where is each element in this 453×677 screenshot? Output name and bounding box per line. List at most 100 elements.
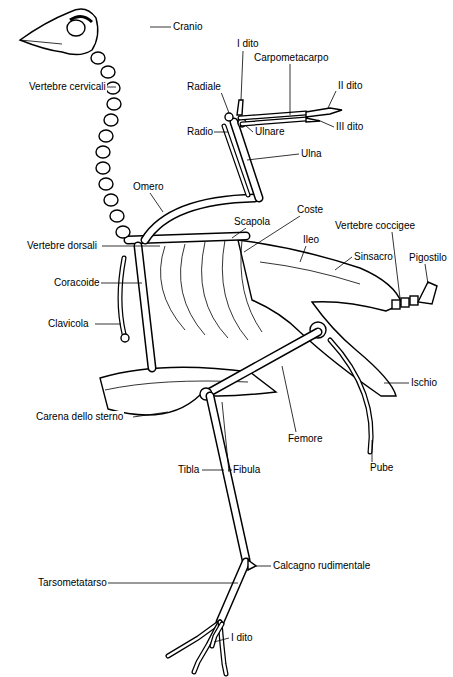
wing-part bbox=[240, 113, 306, 118]
neck-part bbox=[99, 178, 113, 190]
leader-lines-part bbox=[290, 64, 291, 115]
part-label: Carpometacarpo bbox=[253, 52, 329, 64]
shoulder-bones-part bbox=[138, 246, 152, 368]
pubis-bone-part bbox=[330, 340, 371, 452]
leader-lines-part bbox=[102, 246, 160, 247]
leader-lines-part bbox=[214, 132, 228, 133]
part-label: Calcagno rudimentale bbox=[272, 560, 371, 572]
foot-part bbox=[212, 624, 222, 646]
shoulder-bones-part bbox=[121, 334, 129, 342]
leader-lines bbox=[95, 27, 428, 642]
leader-lines-part bbox=[241, 51, 243, 100]
part-label: Ileo bbox=[302, 234, 320, 246]
wing-part bbox=[242, 119, 306, 124]
neck-part bbox=[101, 66, 115, 78]
neck-part bbox=[99, 130, 113, 142]
neck-part bbox=[104, 194, 118, 206]
part-label: Sinsacro bbox=[353, 251, 394, 263]
tail-part bbox=[418, 282, 437, 304]
part-label: Clavicola bbox=[47, 318, 90, 330]
leader-lines-part bbox=[150, 27, 171, 28]
part-label: Vertebre dorsali bbox=[26, 240, 98, 252]
leader-lines-part bbox=[425, 264, 428, 284]
part-label: Pigostilo bbox=[408, 252, 448, 264]
part-label: Cranio bbox=[172, 21, 203, 33]
tail-part bbox=[410, 296, 418, 305]
wing-part bbox=[225, 113, 233, 121]
wing-part bbox=[237, 100, 243, 115]
leader-lines-part bbox=[95, 324, 121, 325]
part-label: I dito bbox=[236, 38, 260, 50]
part-label: II dito bbox=[337, 80, 363, 92]
wing bbox=[145, 100, 342, 240]
leader-lines-part bbox=[107, 583, 238, 584]
ribs-part bbox=[181, 244, 206, 335]
leg-part bbox=[220, 562, 246, 622]
leader-lines-part bbox=[335, 257, 352, 270]
part-label: Omero bbox=[132, 181, 165, 193]
leg-part bbox=[210, 332, 318, 392]
leg-part bbox=[220, 562, 246, 622]
foot-part bbox=[212, 624, 222, 646]
part-label: Tarsometatarso bbox=[37, 577, 108, 589]
neck bbox=[91, 52, 130, 238]
part-label: Coracoide bbox=[53, 277, 101, 289]
leader-lines-part bbox=[214, 638, 229, 642]
ribs-part bbox=[241, 240, 262, 332]
leg-part bbox=[222, 402, 229, 472]
part-label: Fibula bbox=[232, 464, 261, 476]
neck-part bbox=[96, 146, 110, 158]
part-label: Carena dello sterno bbox=[35, 411, 124, 423]
wing-part bbox=[240, 113, 306, 118]
neck-part bbox=[96, 162, 110, 174]
neck-part bbox=[91, 52, 105, 64]
pubis-bone bbox=[330, 340, 371, 452]
leader-lines-part bbox=[221, 92, 229, 113]
wing-part bbox=[306, 108, 342, 117]
part-label: Femore bbox=[287, 433, 323, 445]
part-label: Coste bbox=[296, 204, 324, 216]
leader-lines-part bbox=[282, 366, 296, 432]
skull-part bbox=[67, 20, 85, 36]
tail-part bbox=[392, 300, 400, 309]
tail-part bbox=[401, 298, 409, 307]
part-label: Ulnare bbox=[254, 126, 285, 138]
skull-part bbox=[20, 40, 62, 44]
pelvis-part bbox=[260, 262, 360, 284]
pubis-bone-part bbox=[330, 340, 371, 452]
leader-lines-part bbox=[318, 120, 334, 127]
ribs bbox=[161, 240, 263, 340]
foot bbox=[168, 622, 226, 674]
neck-part bbox=[106, 82, 120, 94]
part-label: Pube bbox=[369, 462, 394, 474]
leader-lines-part bbox=[256, 566, 271, 567]
leg-part bbox=[210, 396, 246, 560]
leg-part bbox=[210, 396, 246, 560]
leg bbox=[200, 332, 318, 622]
wing-part bbox=[306, 118, 320, 122]
part-label: Vertebre cervicali bbox=[28, 81, 107, 93]
leader-lines-part bbox=[328, 91, 336, 108]
leader-lines-part bbox=[100, 283, 142, 284]
leader-lines-part bbox=[372, 440, 373, 462]
neck-part bbox=[107, 98, 121, 110]
leader-lines-part bbox=[245, 125, 253, 132]
part-label: Scapola bbox=[233, 216, 271, 228]
leader-lines-part bbox=[300, 246, 306, 262]
leg-part bbox=[210, 332, 318, 392]
leader-lines-part bbox=[247, 154, 299, 160]
skull-part bbox=[20, 9, 98, 54]
skull bbox=[20, 9, 98, 54]
part-label: III dito bbox=[335, 121, 364, 133]
shoulder-bones bbox=[120, 236, 246, 368]
leader-lines-part bbox=[202, 470, 224, 471]
part-label: Ischio bbox=[410, 377, 438, 389]
pelvis bbox=[238, 240, 402, 396]
part-label: Vertebre coccigee bbox=[334, 220, 416, 232]
shoulder-bones-part bbox=[138, 246, 152, 368]
part-label: Ulna bbox=[300, 148, 323, 160]
part-label: Tibla bbox=[177, 464, 200, 476]
wing-part bbox=[242, 119, 306, 124]
pelvis-part bbox=[238, 240, 402, 396]
